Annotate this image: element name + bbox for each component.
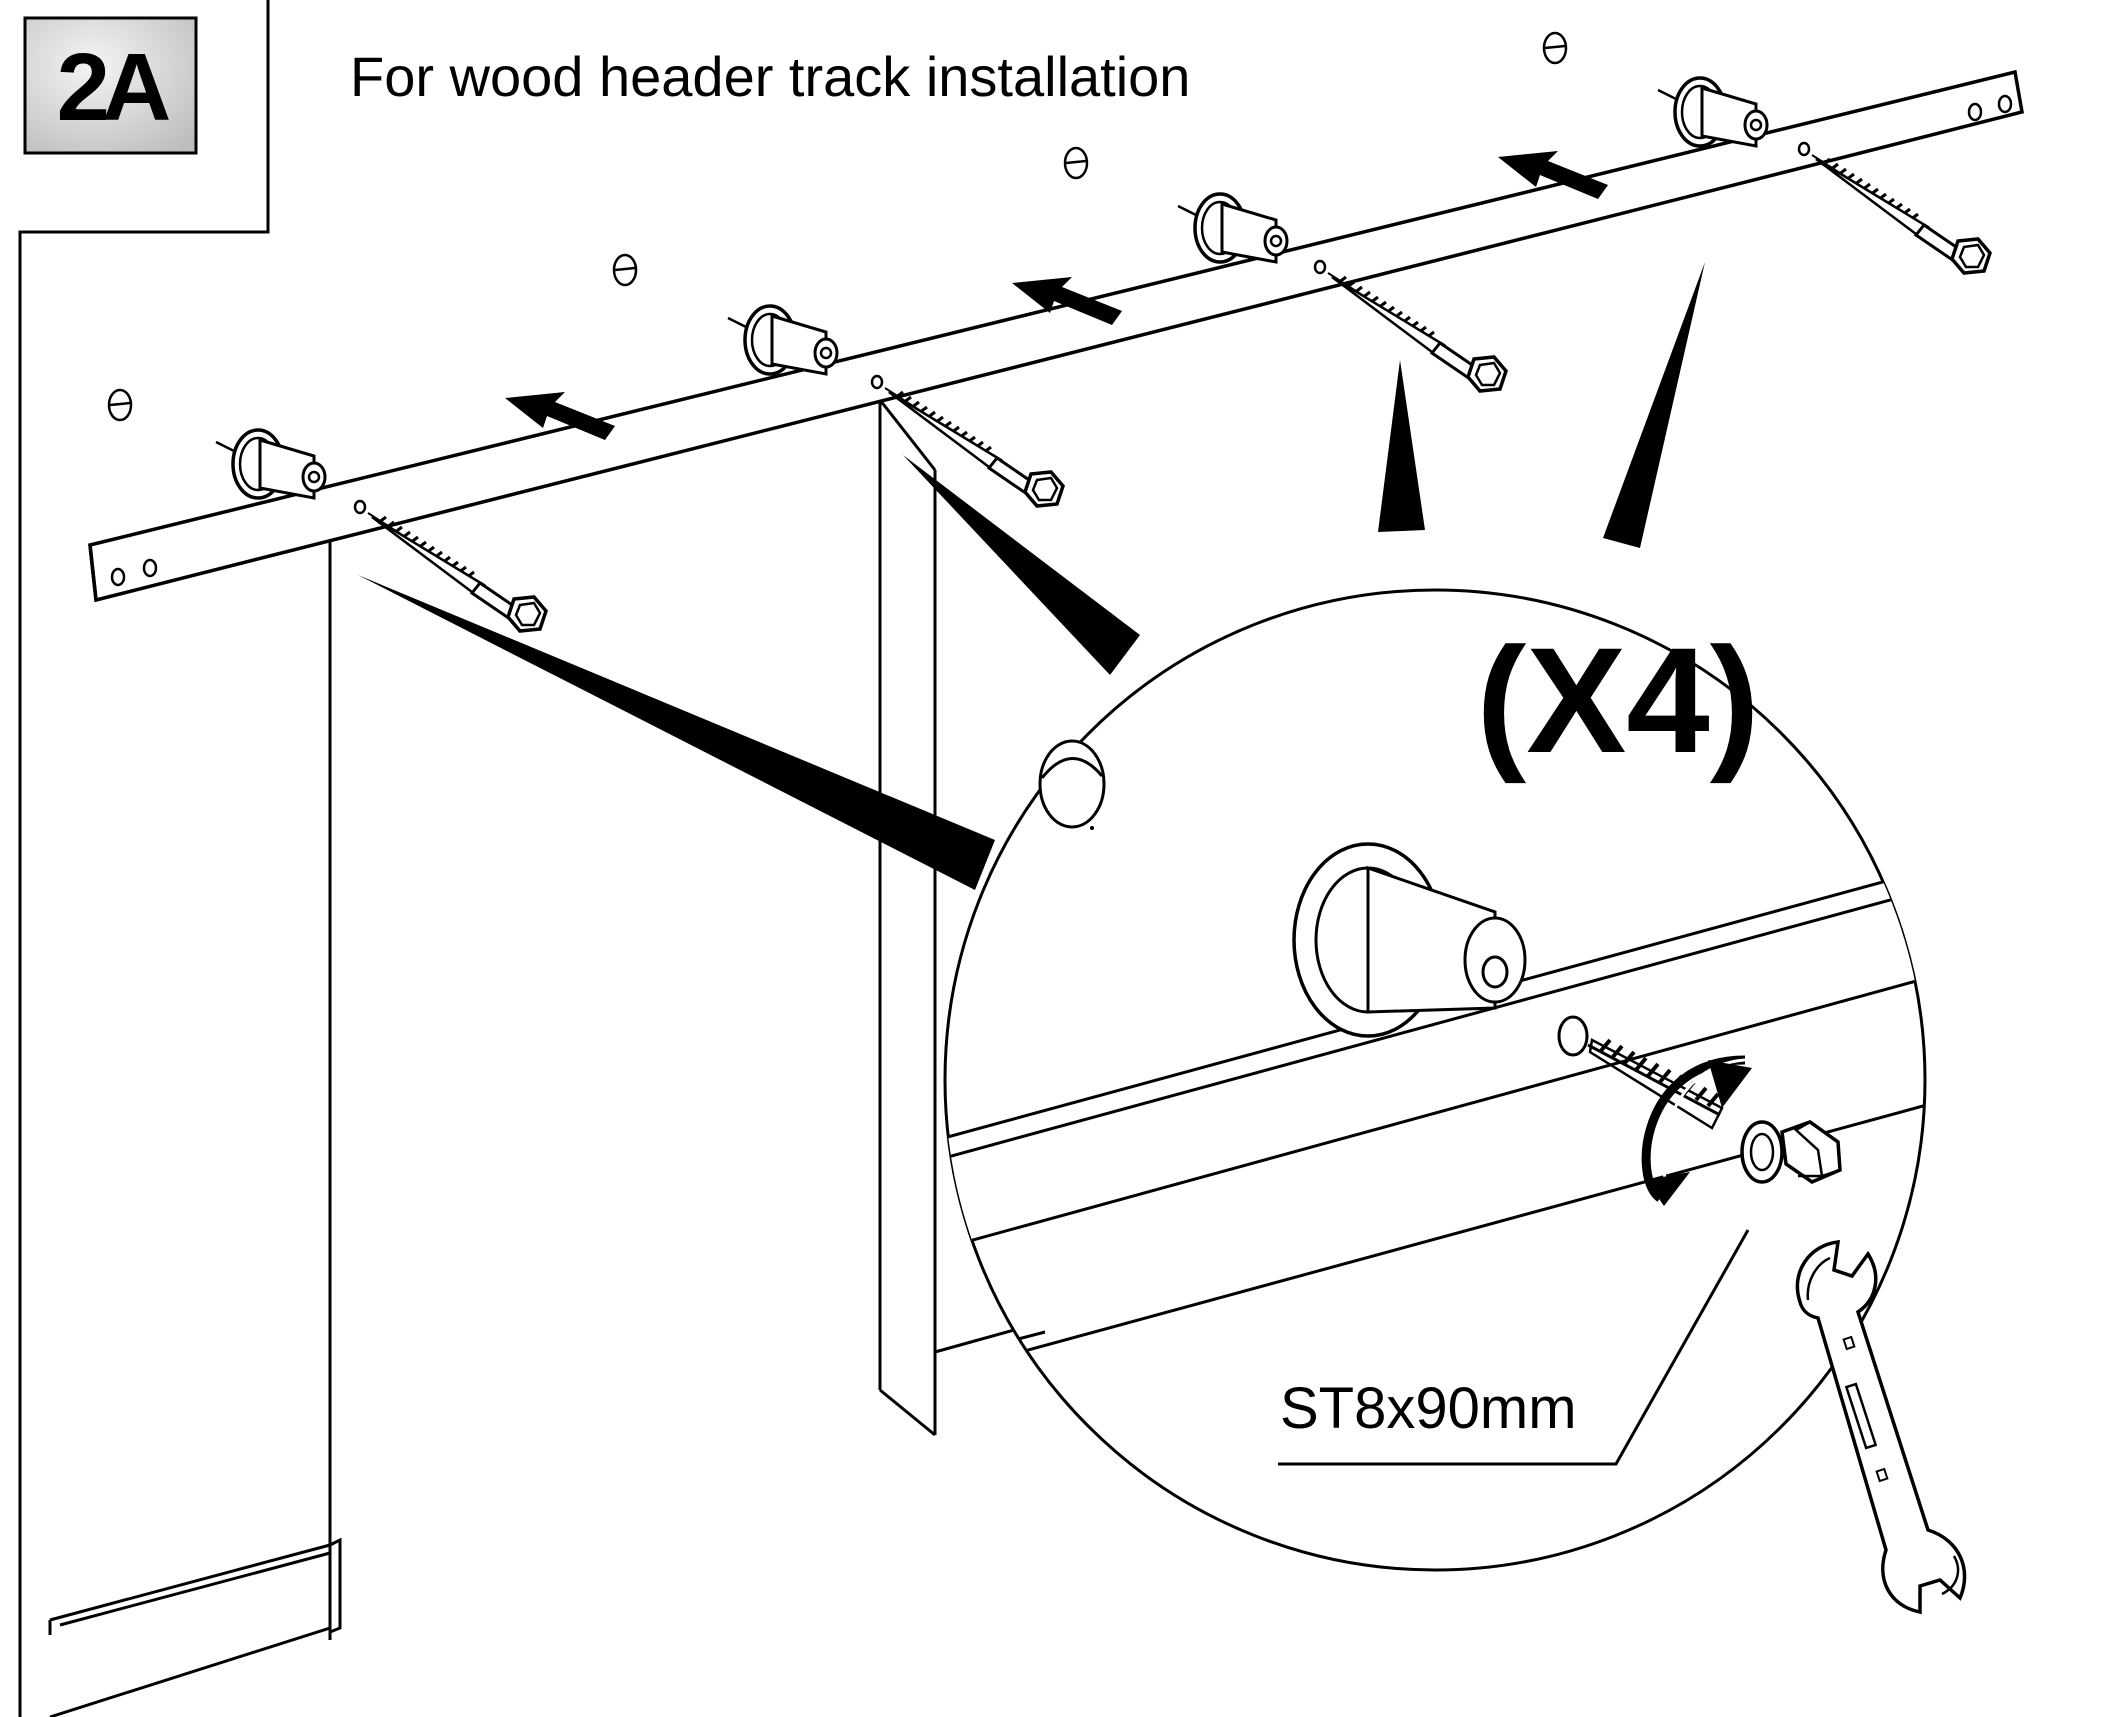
rail-end-hole [110,567,126,587]
drill-hole-icon [1038,739,1106,830]
lag-screw-icon [353,499,548,633]
spacer-icon [1656,76,1769,148]
track-rail [88,69,2025,603]
lag-screw-icon [1797,141,1992,275]
spacer-icon [1176,192,1289,264]
quantity-label: (X4) [1476,616,1759,784]
spacer-icon [1292,842,1527,1038]
lag-screw-icon [870,374,1065,508]
detail-rail [945,848,1925,1262]
spacer-icon [726,304,839,376]
step-frame [18,0,270,1717]
leader-line [1278,1229,1750,1466]
screw-spec-label: ST8x90mm [1280,1376,1577,1441]
spacer-icon [214,428,327,500]
middle-panel [878,399,1051,1437]
lag-screw-icon [1313,259,1508,393]
rail-end-hole [142,558,158,578]
page-title: For wood header track installation [350,45,1190,108]
left-door-panel [48,535,342,1717]
detail-magnifier: (X4) ST8x90mm [943,588,1927,1572]
rotate-arrow-icon [1641,1055,1752,1206]
step-badge: 2A [23,16,198,155]
wrench-icon [1795,1240,1967,1615]
callout-pointers [358,262,1705,890]
rail-end-hole [1997,94,2013,114]
drill-hole-icon [107,31,1568,422]
rail-end-hole [1967,102,1983,122]
step-number: 2A [57,34,169,141]
